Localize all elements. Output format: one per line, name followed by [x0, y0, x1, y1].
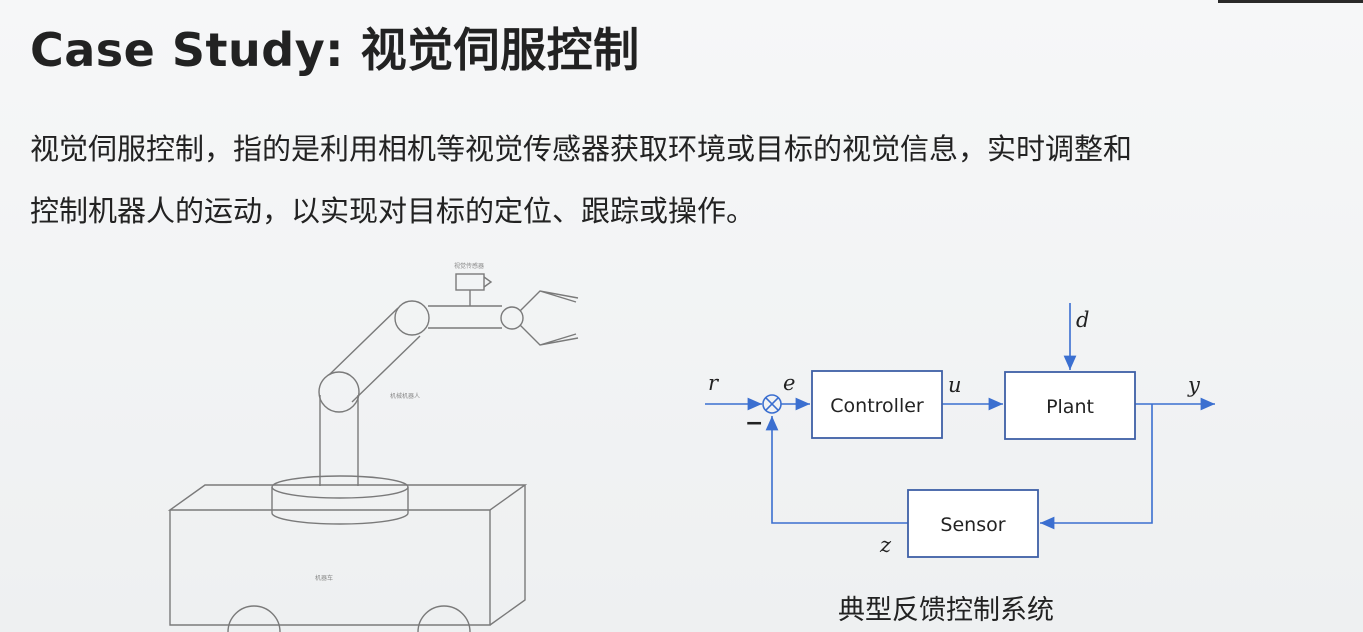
robot-base-side [489, 485, 526, 626]
robot-gripper-lower [519, 324, 579, 346]
sensor-block [907, 489, 1039, 558]
robot-forearm [428, 305, 502, 329]
camera-icon [455, 273, 485, 291]
window-edge-bar [1218, 0, 1363, 3]
plant-block [1004, 371, 1136, 440]
robot-wheel-left [227, 605, 281, 632]
robot-arm-column [319, 395, 359, 486]
paragraph-line-1: 视觉伺服控制，指的是利用相机等视觉传感器获取环境或目标的视觉信息，实时调整和 [30, 132, 1133, 166]
signal-y: y [1187, 373, 1201, 397]
signal-r: r [708, 371, 720, 395]
robot-upper-arm [329, 307, 421, 403]
base-label: 机器车 [315, 574, 333, 582]
plant-label: Plant [1046, 396, 1094, 418]
signal-z: z [879, 533, 892, 557]
controller-block [811, 370, 943, 439]
slide-paragraph: 视觉伺服控制，指的是利用相机等视觉传感器获取环境或目标的视觉信息，实时调整和 控… [30, 118, 1350, 242]
camera-label: 视觉传感器 [454, 262, 484, 270]
sensor-label: Sensor [940, 514, 1005, 536]
feedback-line [1040, 404, 1153, 530]
diagram-caption: 典型反馈控制系统 [838, 595, 1054, 626]
controller-label: Controller [830, 395, 924, 417]
signal-e: e [783, 371, 795, 395]
slide-title: Case Study: 视觉伺服控制 [30, 23, 640, 77]
signal-d: d [1076, 308, 1089, 332]
robot-shoulder-joint [318, 371, 360, 413]
robot-gripper-upper [519, 290, 579, 312]
measurement-line [765, 416, 908, 524]
minus-sign: − [745, 411, 763, 436]
robot-wheel-right [417, 605, 471, 632]
robot-turntable [271, 487, 409, 525]
arm-label: 机械机器人 [390, 392, 420, 400]
robot-base-front [169, 510, 491, 626]
robot-wrist-joint [500, 306, 524, 330]
signal-u: u [948, 373, 962, 397]
robot-elbow-joint [394, 300, 430, 336]
paragraph-line-2: 控制机器人的运动，以实现对目标的定位、跟踪或操作。 [30, 194, 756, 228]
